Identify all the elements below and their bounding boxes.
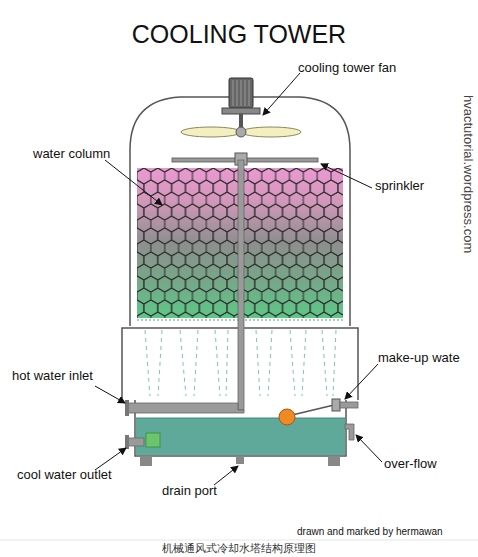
riser-pipe bbox=[238, 160, 244, 410]
motor-base bbox=[222, 108, 260, 114]
leader-line bbox=[214, 466, 238, 485]
part-label: cooling tower fan bbox=[298, 61, 396, 76]
figure-caption: 机械通风式冷却水塔结构原理图 bbox=[0, 542, 478, 555]
leader-line bbox=[95, 448, 126, 470]
credit-note: drawn and marked by hermawan bbox=[297, 526, 443, 538]
diagram-title: COOLING TOWER bbox=[0, 20, 478, 49]
leader-line bbox=[321, 164, 372, 188]
outlet-flange bbox=[125, 435, 129, 449]
outlet-pipe bbox=[128, 438, 144, 446]
leader-line bbox=[105, 160, 162, 205]
watermark-text: hvactutorial.wordpress.com bbox=[460, 95, 475, 253]
leader-line bbox=[263, 73, 300, 115]
fan-shaft bbox=[239, 114, 243, 128]
fan-blade bbox=[181, 127, 241, 137]
makeup-valve bbox=[332, 399, 340, 411]
leader-line bbox=[356, 435, 382, 462]
part-label: make-up wate bbox=[378, 351, 460, 366]
leader-lines bbox=[95, 73, 382, 485]
overflow-pipe bbox=[345, 424, 354, 440]
basin-water bbox=[136, 418, 345, 455]
inlet-flange bbox=[125, 400, 129, 416]
fan-hub bbox=[236, 127, 246, 137]
strainer bbox=[146, 433, 160, 447]
float-ball bbox=[279, 409, 295, 425]
part-label: hot water inlet bbox=[12, 369, 93, 384]
caption-rule bbox=[0, 540, 478, 541]
part-label: drain port bbox=[162, 484, 217, 499]
drain-pipe bbox=[236, 456, 244, 464]
basin-leg bbox=[140, 456, 152, 466]
water-surface bbox=[136, 418, 345, 419]
fan-blade bbox=[241, 127, 301, 137]
part-label: water column bbox=[33, 147, 110, 162]
inlet-pipe bbox=[128, 403, 244, 413]
leader-line bbox=[95, 386, 125, 403]
fan-motor bbox=[229, 78, 253, 108]
part-label: sprinkler bbox=[375, 179, 424, 194]
makeup-pipe bbox=[340, 402, 358, 408]
part-label: over-flow bbox=[384, 457, 437, 472]
leader-line bbox=[345, 364, 378, 399]
basin-leg bbox=[328, 456, 340, 466]
part-label: cool water outlet bbox=[17, 468, 112, 483]
motor-fins bbox=[233, 80, 249, 106]
